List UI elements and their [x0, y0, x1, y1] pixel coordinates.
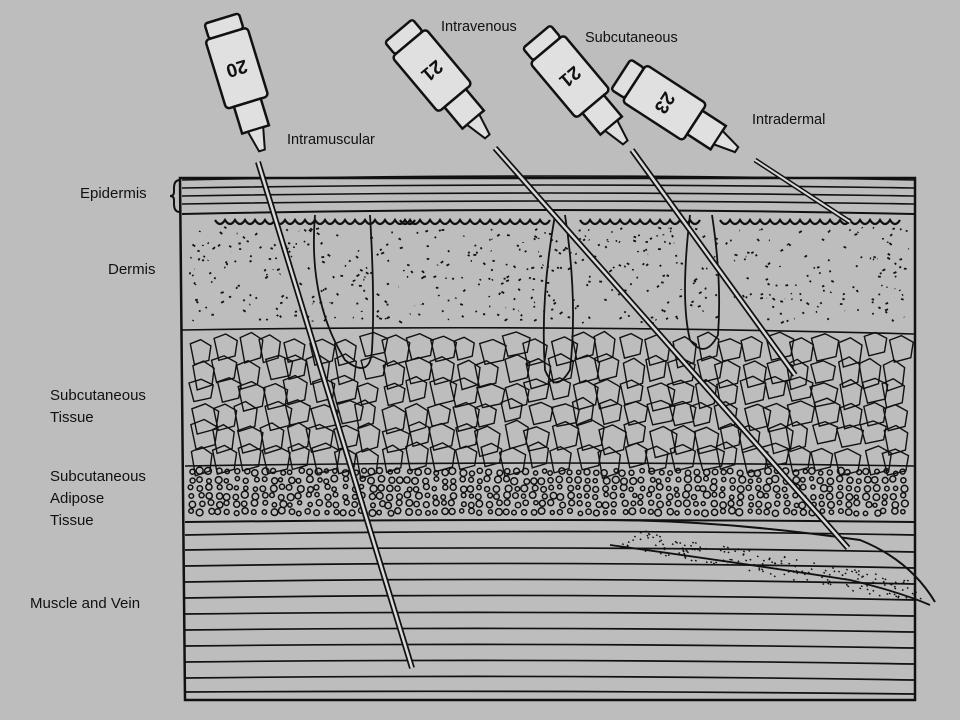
- label-adipose-line2: Adipose: [50, 490, 105, 507]
- label-adipose-tissue: Subcutaneous Adipose Tissue: [50, 466, 146, 532]
- muscle-layer: [184, 530, 915, 695]
- label-adipose-line1: Subcutaneous: [50, 468, 146, 485]
- vein: [599, 519, 936, 606]
- intravenous-needle: 21: [384, 19, 851, 550]
- intramuscular-needle: 20: [203, 12, 415, 669]
- tissue-block: [178, 176, 917, 702]
- label-subcutaneous-tissue: Subcutaneous Tissue: [50, 385, 146, 429]
- label-intramuscular: Intramuscular: [287, 132, 375, 148]
- label-subcutaneous-tissue-line1: Subcutaneous: [50, 387, 146, 404]
- intradermal-needle: 23: [611, 59, 852, 225]
- subcutaneous-tissue-layer: [188, 330, 914, 480]
- label-subcutaneous: Subcutaneous: [585, 30, 678, 46]
- label-muscle-and-vein: Muscle and Vein: [30, 595, 141, 612]
- label-subcutaneous-tissue-line2: Tissue: [50, 409, 94, 426]
- label-dermis: Dermis: [108, 261, 156, 278]
- label-intradermal: Intradermal: [752, 112, 826, 128]
- label-epidermis: Epidermis: [80, 185, 147, 202]
- label-intravenous: Intravenous: [441, 19, 517, 35]
- subcutaneous-needle: 21: [522, 25, 798, 377]
- label-adipose-line3: Tissue: [50, 512, 94, 529]
- epidermis-brace: [169, 179, 181, 213]
- adipose-layer: [184, 462, 915, 523]
